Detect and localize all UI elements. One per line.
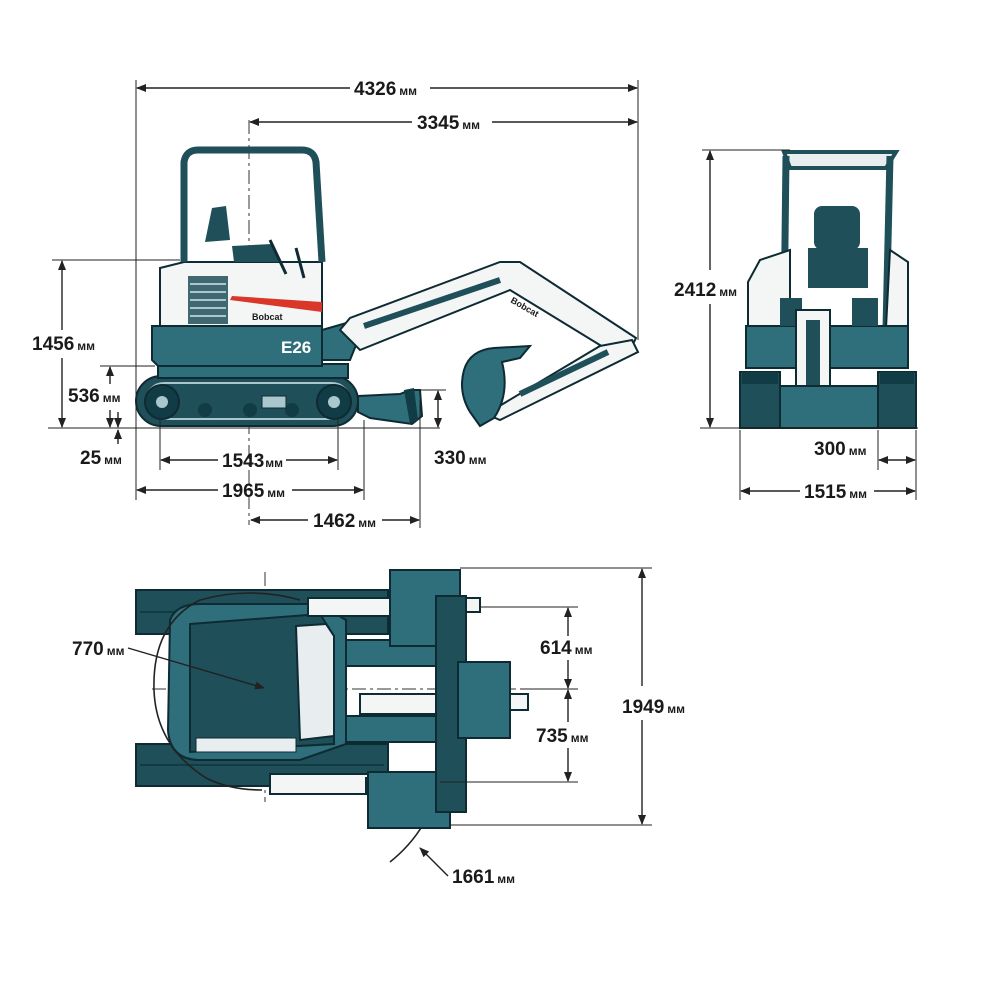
side-boom: Bobcat — [338, 261, 638, 352]
dim-track-center-length: 1543мм — [222, 451, 283, 472]
side-house — [151, 261, 323, 367]
side-dozer-blade — [357, 388, 424, 426]
top-house — [166, 603, 347, 761]
side-bucket — [461, 344, 533, 428]
side-brand-label: Bobcat — [252, 312, 283, 322]
top-blade-and-frame — [345, 569, 511, 829]
top-tail-swing-arc — [153, 592, 301, 791]
side-cab-frame — [180, 146, 326, 279]
side-arm — [483, 338, 640, 422]
side-track — [135, 375, 359, 427]
side-model-label: E26 — [281, 338, 311, 357]
